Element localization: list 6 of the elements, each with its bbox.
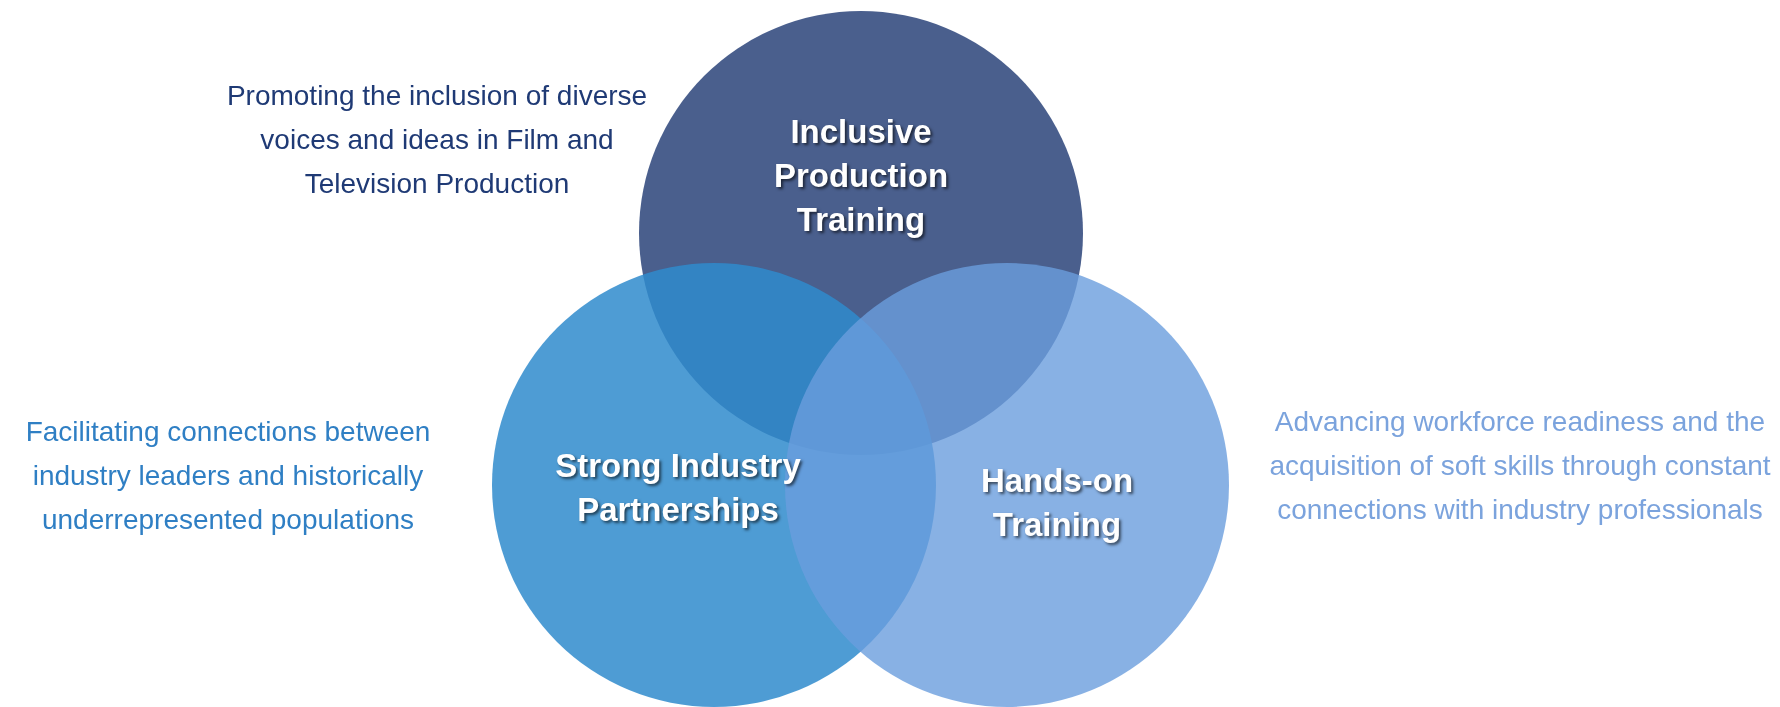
description-text: Advancing workforce readiness and the acquisition of soft skills through constant connections with industry professionals	[1268, 405, 1772, 527]
circle-title: Hands-on Training	[979, 461, 1135, 545]
description-text: Promoting the inclusion of diverse voices and ideas in Film and Television Production	[225, 79, 649, 201]
circle-title: Inclusive Production Training	[772, 112, 950, 240]
circle-title: Strong Industry Partnerships	[554, 446, 802, 530]
description-text: Facilitating connections between industry leaders and historically underrepresented populations	[24, 415, 432, 537]
